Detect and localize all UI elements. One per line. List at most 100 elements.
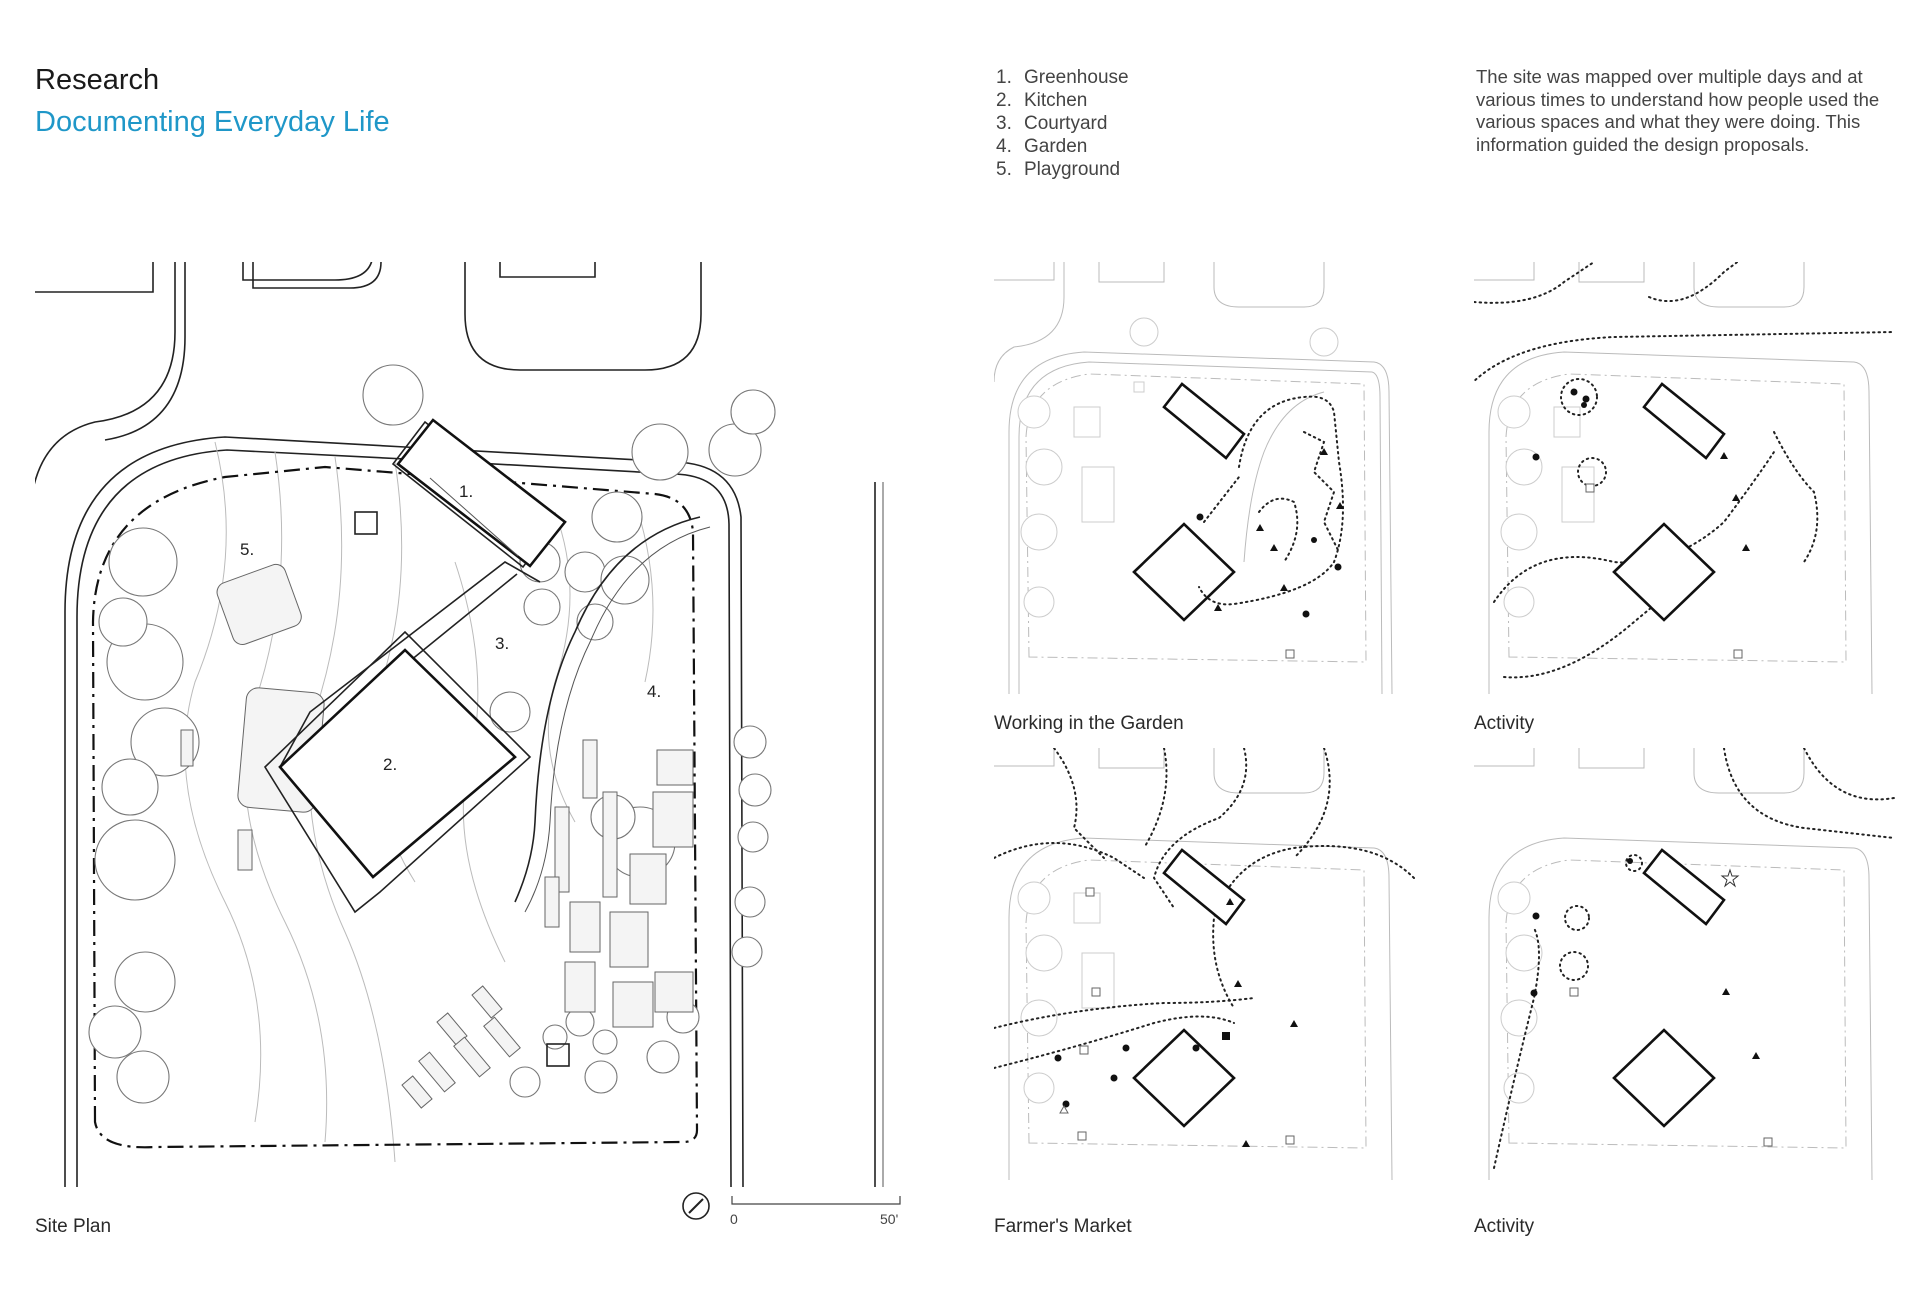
kitchen-building [278, 648, 517, 879]
street-edge [35, 262, 176, 485]
courtyard-path-edge [524, 526, 711, 913]
trees [88, 364, 776, 1104]
street-edge [499, 262, 596, 278]
block-curb [64, 436, 744, 1187]
property-line [91, 465, 699, 1149]
kitchen-building [1612, 1028, 1716, 1128]
map-base [994, 262, 1393, 694]
movement-path [1773, 431, 1819, 563]
movement-path [1493, 927, 1540, 1169]
activity-zone [1559, 951, 1589, 981]
movement-path [1474, 262, 1595, 304]
site-marker [354, 511, 378, 535]
street-edge [104, 262, 186, 441]
kitchen-building [1612, 522, 1716, 622]
map-caption: Working in the Garden [994, 713, 1184, 734]
garden-plots [401, 739, 694, 1109]
greenhouse-building [1162, 848, 1246, 926]
activity-path [1198, 395, 1344, 606]
scale-bar [731, 1196, 901, 1205]
street-edge [242, 262, 373, 281]
courtyard-label: 3. [495, 634, 509, 653]
kitchen-building [1132, 1028, 1236, 1128]
sidewalk-edge [76, 449, 732, 1187]
legend-number: 3. [996, 113, 1012, 134]
greenhouse-detail [429, 477, 519, 557]
map-caption: Activity [1474, 713, 1535, 734]
movement-path [1053, 748, 1105, 859]
site-plan-caption: Site Plan [35, 1216, 112, 1237]
garden-label: 4. [647, 682, 661, 701]
page-subtitle: Documenting Everyday Life [35, 106, 390, 138]
activity-markers [1054, 887, 1298, 1147]
description-text: The site was mapped over multiple days a… [1476, 66, 1880, 155]
movement-path [1474, 331, 1895, 383]
legend-label: Garden [1024, 136, 1088, 157]
legend-number: 5. [996, 159, 1012, 180]
legend: 1. Greenhouse 2. Kitchen 3. Courtyard 4. Gar… [996, 66, 1129, 181]
movement-path [1143, 748, 1168, 849]
greenhouse-label: 1. [459, 482, 473, 501]
playground-label: 5. [240, 540, 254, 559]
greenhouse-building [1642, 848, 1726, 926]
legend-item: 3. Courtyard [996, 112, 1129, 135]
site-marker [546, 1043, 570, 1067]
map-caption: Farmer's Market [994, 1216, 1132, 1237]
movement-path [1648, 262, 1739, 303]
movement-path [1503, 571, 1695, 679]
map-base [994, 748, 1393, 1180]
map-farmers-market [994, 748, 1415, 1180]
greenhouse-building [1162, 382, 1246, 460]
north-arrow-icon [682, 1192, 710, 1220]
movement-path [994, 1015, 1235, 1069]
map-activity-2 [1474, 748, 1895, 1180]
map-activity-1 [1474, 262, 1895, 694]
map-working-in-garden [994, 262, 1393, 694]
courtyard-path-edge [514, 516, 701, 903]
legend-item: 4. Garden [996, 135, 1129, 158]
legend-item: 1. Greenhouse [996, 66, 1129, 89]
legend-item: 5. Playground [996, 158, 1129, 181]
greenhouse-building [396, 418, 567, 568]
activity-path [1258, 497, 1299, 563]
activity-zone [1564, 905, 1590, 931]
map-base [1474, 262, 1873, 694]
greenhouse-building [1642, 382, 1726, 460]
activity-zone [1560, 378, 1598, 416]
legend-number: 4. [996, 136, 1012, 157]
scale-end-label: 50' [880, 1211, 899, 1227]
legend-number: 2. [996, 90, 1012, 111]
street-edge [35, 262, 154, 293]
movement-path [1723, 748, 1895, 839]
movement-path [1803, 748, 1895, 801]
map-base [1474, 748, 1873, 1180]
activity-markers [1532, 388, 1750, 659]
activity-zone [1625, 854, 1643, 872]
map-caption: Activity [1474, 1216, 1535, 1237]
kitchen-label: 2. [383, 755, 397, 774]
page-title: Research [35, 64, 160, 96]
kitchen-building [1132, 522, 1236, 622]
legend-label: Greenhouse [1024, 67, 1129, 88]
activity-path [1303, 431, 1340, 553]
legend-item: 2. Kitchen [996, 89, 1129, 112]
kitchen-terrace [263, 630, 532, 914]
activity-path [1203, 476, 1240, 523]
connector-walkway [279, 561, 541, 768]
legend-label: Courtyard [1024, 113, 1108, 134]
street-edge [464, 262, 702, 371]
movement-path [1293, 748, 1331, 859]
street-edge [252, 262, 382, 289]
activity-markers [1530, 858, 1773, 1147]
movement-path [1152, 748, 1248, 909]
play-area [216, 563, 302, 646]
site-plan: 1. 2. 3. 4. 5. [35, 262, 884, 1187]
movement-path [1212, 845, 1415, 1009]
movement-path [994, 842, 1145, 879]
scale-start-label: 0 [730, 1211, 738, 1227]
bench [180, 729, 194, 767]
legend-number: 1. [996, 67, 1012, 88]
bench [237, 829, 253, 871]
legend-label: Kitchen [1024, 90, 1088, 111]
legend-label: Playground [1024, 159, 1121, 180]
